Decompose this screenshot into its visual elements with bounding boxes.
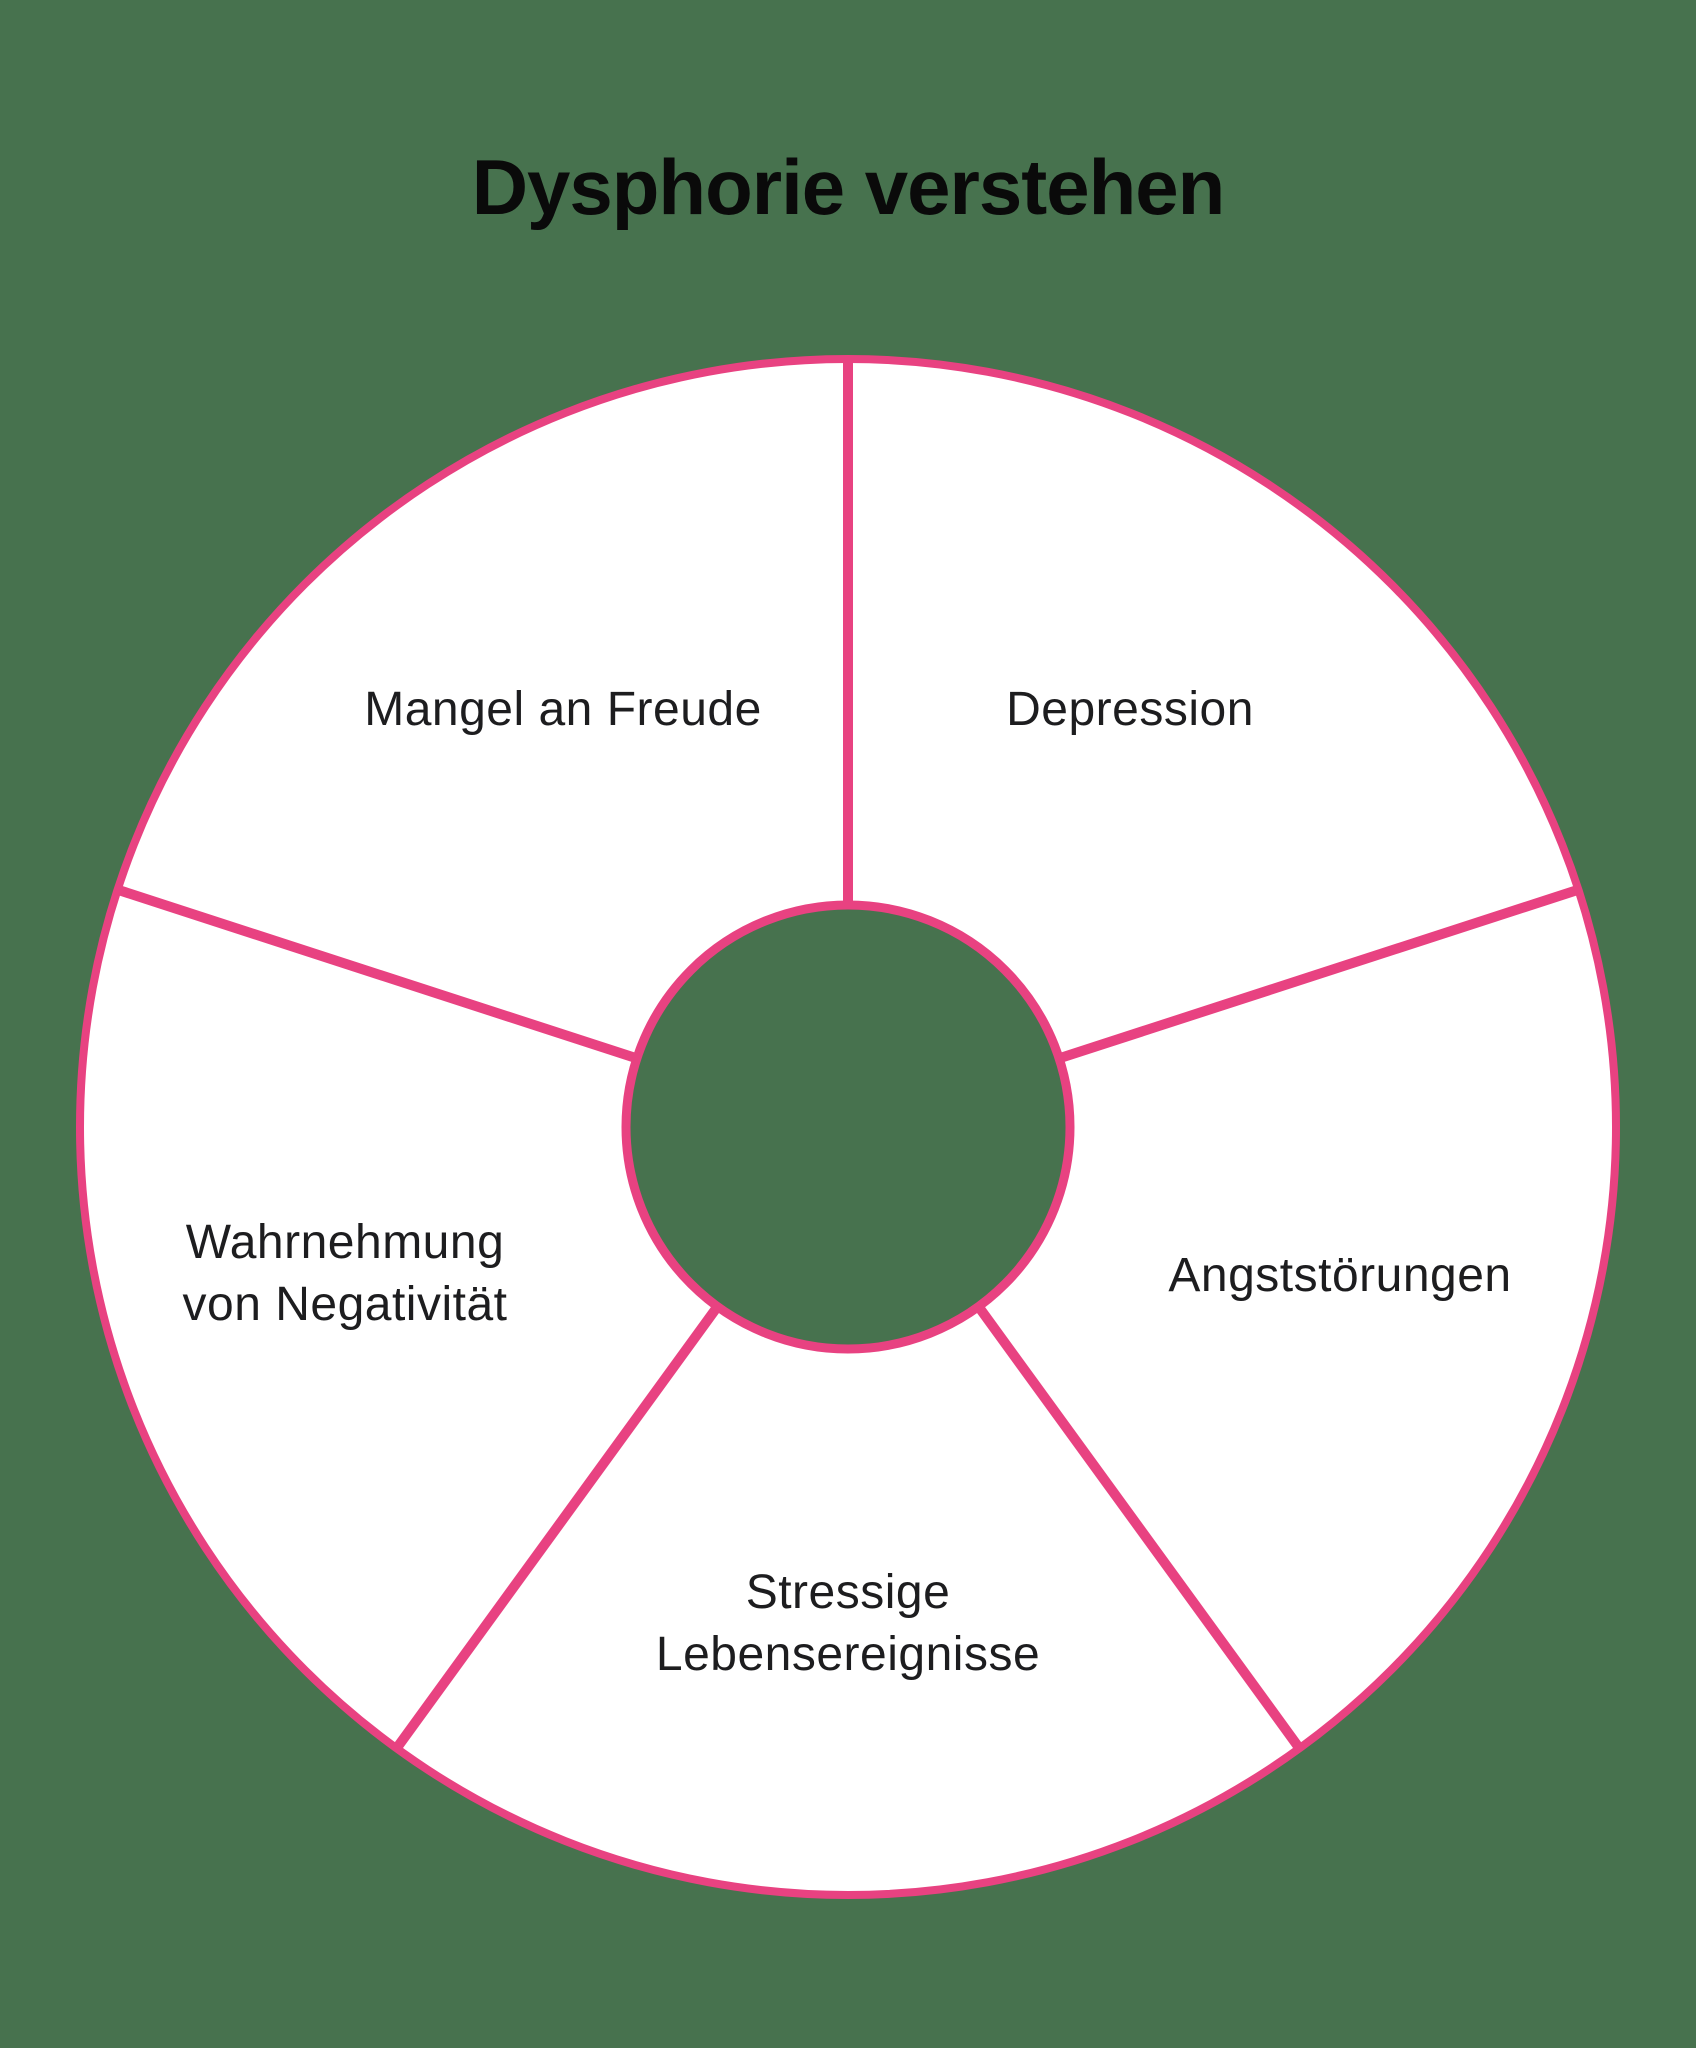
segment-divider-left — [114, 884, 639, 1064]
segment-divider-bottom-right — [974, 1303, 1305, 1753]
segment-divider-bottom-left — [391, 1303, 722, 1753]
segment-label-text: Mangel an Freude — [364, 683, 762, 736]
wheel-center-hub — [621, 900, 1075, 1354]
page-title: Dysphorie verstehen — [471, 143, 1226, 231]
segment-label-text: Wahrnehmung — [185, 1216, 505, 1269]
segment-label-wahrnehmung-von-negativitaet: Wahrnehmung von Negativität — [182, 1212, 507, 1336]
segment-label-text: von Negativität — [182, 1278, 508, 1331]
segment-divider-right — [1057, 884, 1582, 1064]
segment-label-depression: Depression — [1006, 679, 1254, 741]
segment-label-angststoerungen: Angststörungen — [1168, 1245, 1511, 1307]
segment-label-stressige-lebensereignisse: Stressige Lebensereignisse — [656, 1562, 1040, 1686]
segment-label-mangel-an-freude: Mangel an Freude — [364, 679, 762, 741]
segment-label-text: Angststörungen — [1168, 1249, 1512, 1302]
segment-label-text: Lebensereignisse — [655, 1628, 1041, 1681]
segment-label-text: Depression — [1006, 683, 1254, 736]
segment-label-text: Stressige — [745, 1566, 951, 1619]
